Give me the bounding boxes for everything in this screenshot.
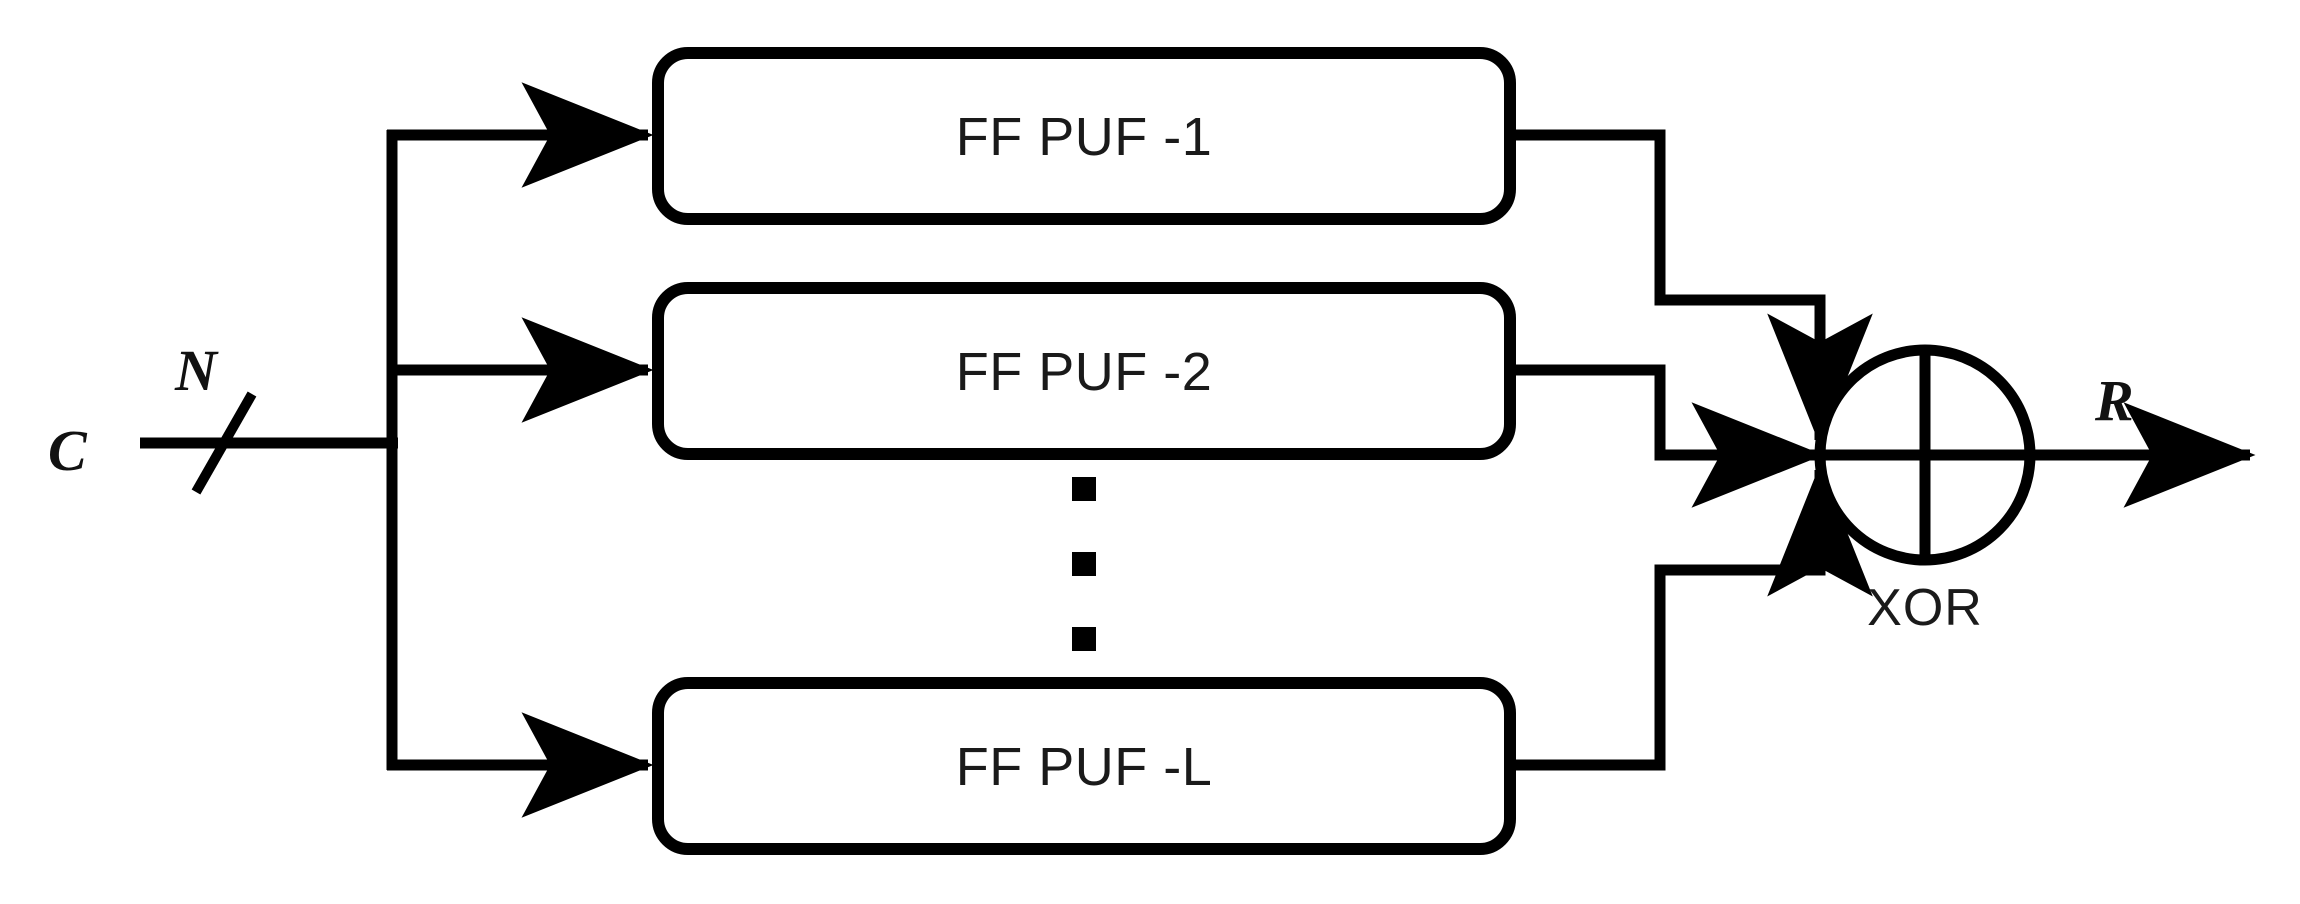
bus-width-slash-icon: [191, 391, 257, 495]
output-wire-block-1: [1504, 129, 1873, 446]
output-wire-block-3: [1504, 464, 1873, 771]
ellipsis-dot-1: [1072, 477, 1096, 501]
output-wire-block-2: [1504, 364, 1824, 508]
output-wire-block-2-path: [1504, 364, 1824, 508]
xor-gate-label: XOR: [1867, 579, 1983, 637]
fanout-group: [386, 82, 654, 818]
puf-block-1-label: FF PUF -1: [956, 107, 1213, 167]
puf-block-3[interactable]: FF PUF -L: [652, 677, 1516, 855]
input-bus-group: [140, 391, 398, 495]
ellipsis-dot-3: [1072, 627, 1096, 651]
bus-width-label: N: [174, 338, 219, 403]
input-signal-label: C: [48, 418, 88, 483]
xor-gate[interactable]: XOR: [1814, 344, 2036, 637]
vertical-ellipsis-icon: [1072, 477, 1096, 651]
output-wire-block-3-path: [1504, 464, 1873, 771]
puf-block-2[interactable]: FF PUF -2: [652, 282, 1516, 460]
puf-block-3-label: FF PUF -L: [956, 737, 1213, 797]
output-wire-block-1-path: [1504, 129, 1873, 446]
output-signal-label: R: [2094, 368, 2134, 433]
puf-block-1[interactable]: FF PUF -1: [652, 47, 1516, 225]
ellipsis-dot-2: [1072, 552, 1096, 576]
puf-block-2-label: FF PUF -2: [956, 342, 1213, 402]
